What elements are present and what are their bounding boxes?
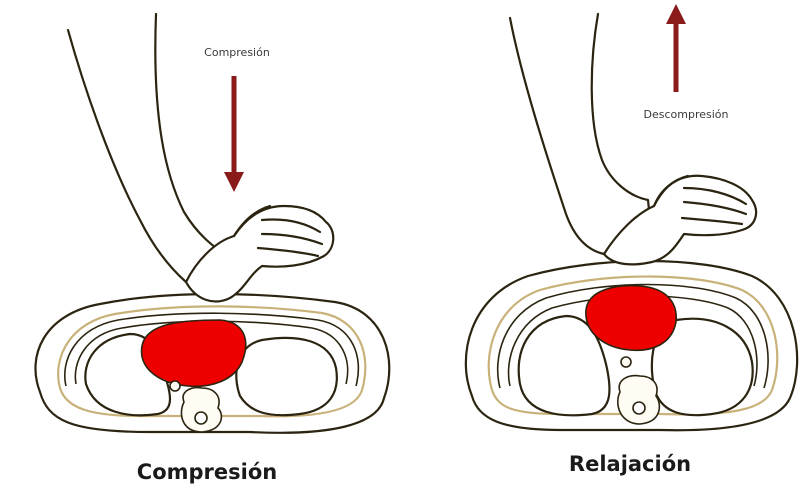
forearm xyxy=(510,14,652,255)
heart xyxy=(142,320,246,386)
aorta xyxy=(621,357,631,367)
compression-arrow-label: Compresión xyxy=(204,46,270,59)
relaxation-panel: Descompresión Relajación xyxy=(466,14,797,476)
aorta xyxy=(170,381,180,391)
spinal-canal xyxy=(633,402,645,414)
chest-cross-section xyxy=(466,261,797,430)
chest-cross-section xyxy=(35,294,389,433)
vertebra xyxy=(618,376,660,424)
vertebra xyxy=(181,388,221,432)
compression-caption: Compresión xyxy=(137,460,277,484)
right-lung xyxy=(236,338,337,415)
relaxation-caption: Relajación xyxy=(569,452,691,476)
rescuer-arm xyxy=(68,14,333,301)
heart xyxy=(586,286,676,351)
spinal-canal xyxy=(195,412,207,424)
compression-panel: Compresión Compresión xyxy=(35,14,389,484)
rescuer-arm xyxy=(510,14,756,264)
decompression-arrow-label: Descompresión xyxy=(644,108,729,121)
